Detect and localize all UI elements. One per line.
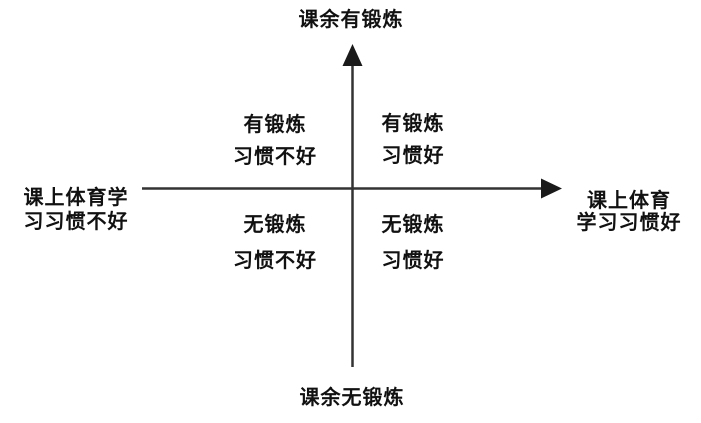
x-axis-left-label-line1: 课上体育学: [23, 187, 129, 209]
quadrant-bottom-left-line2: 习惯不好: [233, 250, 317, 272]
x-axis-right-label: 课上体育 学习习惯好: [577, 190, 682, 234]
x-axis-arrowhead-icon: [541, 178, 562, 199]
y-axis-bottom-label: 课余无锻炼: [299, 387, 405, 409]
quadrant-bottom-left-label: 无锻炼 习惯不好: [233, 214, 317, 272]
x-axis-left-label: 课上体育学 习习惯不好: [24, 186, 129, 234]
quadrant-top-right-line1: 有锻炼: [381, 113, 445, 135]
x-axis-right-label-line2: 学习习惯好: [576, 212, 682, 234]
y-axis-top-label: 课余有锻炼: [298, 9, 404, 31]
quadrant-top-left-line1: 有锻炼: [243, 114, 307, 136]
quadrant-top-right-label: 有锻炼 习惯好: [382, 113, 445, 167]
quadrant-bottom-left-line1: 无锻炼: [243, 214, 307, 236]
quadrant-bottom-right-label: 无锻炼 习惯好: [382, 214, 445, 272]
quadrant-bottom-right-line1: 无锻炼: [381, 214, 445, 236]
quadrant-top-left-label: 有锻炼 习惯不好: [233, 114, 317, 168]
quadrant-bottom-right-line2: 习惯好: [381, 250, 445, 272]
y-axis-arrowhead-icon: [342, 44, 363, 66]
x-axis-left-label-line2: 习习惯不好: [23, 211, 129, 233]
quadrant-top-right-line2: 习惯好: [381, 145, 445, 167]
quadrant-top-left-line2: 习惯不好: [233, 146, 317, 168]
x-axis-right-label-line1: 课上体育: [587, 190, 671, 212]
